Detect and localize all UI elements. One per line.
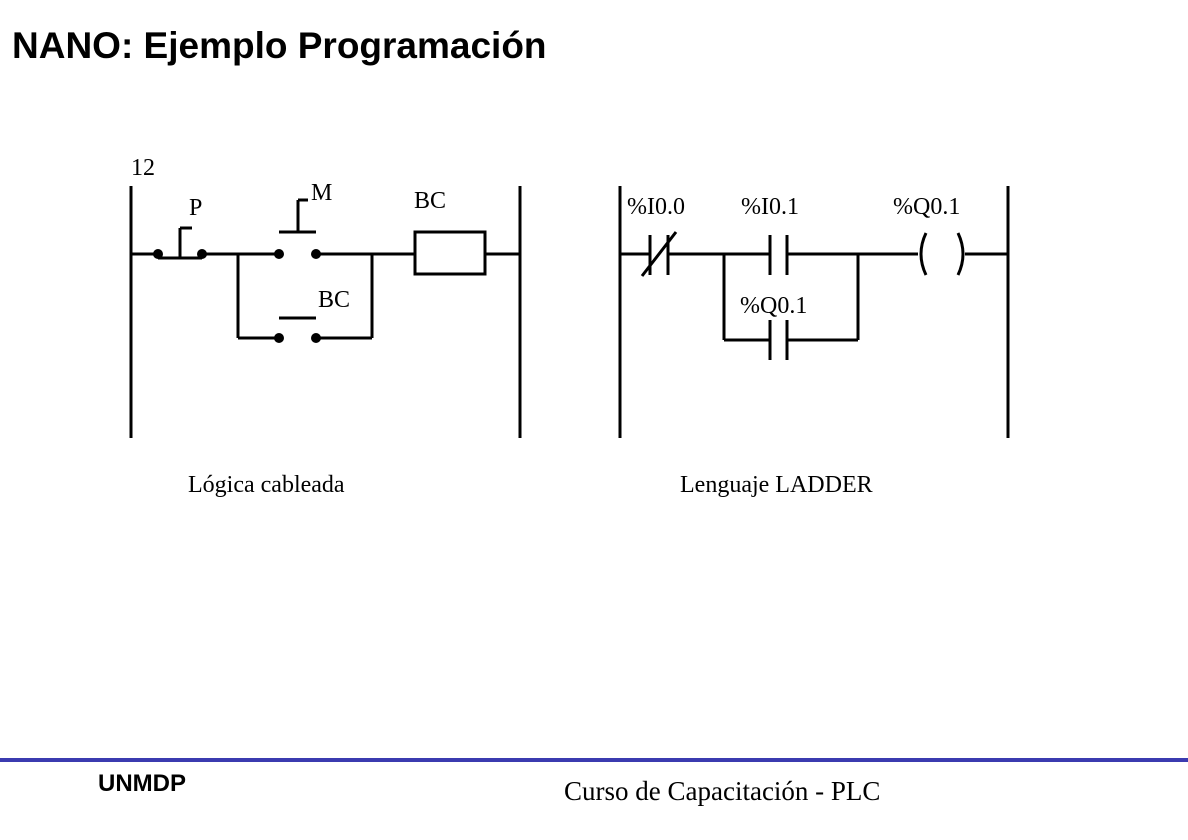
contact-no-i01: [768, 235, 789, 275]
label-i00: %I0.0: [627, 194, 685, 220]
wiring-diagrams: 12 P M BC BC Lógica cableada %I0.0 %I0.1…: [129, 155, 1010, 498]
footer-organization: UNMDP: [98, 770, 186, 797]
coil-bc: [413, 230, 487, 276]
coil-q01: [919, 232, 965, 276]
pushbutton-m: [274, 198, 321, 259]
wired-logic-diagram: [129, 186, 522, 438]
label-i01: %I0.1: [741, 194, 799, 220]
label-bc-coil: BC: [414, 188, 446, 214]
footer-course: Curso de Capacitación - PLC: [564, 776, 881, 806]
contact-bc: [274, 316, 321, 343]
label-q01-coil: %Q0.1: [893, 194, 960, 220]
footer-divider: [0, 758, 1188, 762]
contact-nc-i00: [640, 231, 678, 277]
label-bc-contact: BC: [318, 287, 350, 313]
rung-number: 12: [131, 155, 155, 181]
caption-ladder: Lenguaje LADDER: [680, 472, 873, 498]
label-q01-contact: %Q0.1: [740, 293, 807, 319]
label-m: M: [311, 180, 332, 206]
caption-wired-logic: Lógica cableada: [188, 472, 345, 498]
ladder-diagram: [618, 186, 1010, 438]
label-p: P: [189, 195, 202, 221]
page-title: NANO: Ejemplo Programación: [12, 25, 547, 66]
contact-no-q01: [768, 320, 789, 360]
pushbutton-p: [153, 226, 207, 260]
